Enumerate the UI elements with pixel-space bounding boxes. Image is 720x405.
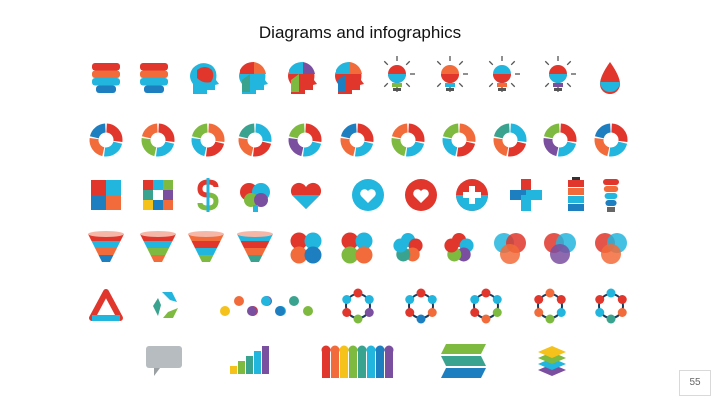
page-number: 55 — [679, 370, 711, 396]
puzzle-frame-icon — [143, 180, 173, 210]
recycle-icon — [153, 292, 178, 318]
dot-ring-icon — [342, 288, 374, 324]
donut-chart-icon — [493, 123, 527, 157]
head-stripes-icon — [92, 63, 120, 93]
head-puzzle-icon — [288, 62, 317, 94]
heart-ring-icon — [352, 179, 384, 211]
page-title: Diagrams and infographics — [258, 23, 462, 42]
funnel-icon — [188, 231, 224, 262]
bulb-stack-icon — [603, 179, 619, 212]
funnel-icon — [140, 231, 176, 262]
flower-icon — [393, 233, 423, 262]
circle-cluster-icon — [341, 232, 373, 264]
dot-ring-icon — [595, 288, 627, 324]
head-puzzle-icon — [335, 62, 364, 94]
dollar-icon — [197, 178, 219, 212]
donut-chart-icon — [89, 123, 123, 157]
donut-chart-icon — [340, 123, 374, 157]
venn-icon — [595, 233, 627, 264]
head-stripes-icon — [140, 63, 168, 93]
funnel-icon — [237, 231, 273, 262]
battery-icon — [568, 177, 584, 211]
flower-icon — [444, 233, 474, 262]
donut-chart-icon — [141, 123, 175, 157]
column-stack-icon — [321, 345, 394, 378]
chevron-stack-icon — [441, 344, 486, 378]
lightbulb-icon — [383, 56, 415, 92]
layer-stack-icon — [538, 346, 566, 376]
triangle-cycle-icon — [89, 289, 123, 321]
heart-ring-icon — [405, 179, 437, 211]
cross-circle-icon — [456, 179, 488, 211]
donut-chart-icon — [391, 123, 425, 157]
dot-ring-icon — [405, 288, 437, 324]
cross-icon — [510, 179, 542, 211]
drop-icon — [600, 62, 620, 94]
dot-process-icon — [247, 296, 313, 316]
circle-cluster-icon — [290, 232, 322, 264]
lightbulb-icon — [488, 56, 520, 92]
donut-chart-icon — [238, 123, 272, 157]
donut-chart-icon — [543, 123, 577, 157]
dot-ring-icon — [534, 288, 566, 324]
donut-chart-icon — [288, 123, 322, 157]
bar-3d-icon — [230, 346, 269, 374]
donut-chart-icon — [442, 123, 476, 157]
lightbulb-icon — [436, 56, 468, 92]
venn-icon — [494, 233, 526, 264]
heart-icon — [290, 182, 322, 209]
brain-puzzle-icon — [240, 183, 270, 212]
dot-ring-icon — [470, 288, 502, 324]
head-profile-icon — [190, 63, 219, 94]
donut-chart-icon — [191, 123, 225, 157]
puzzle-square-icon — [91, 180, 121, 210]
funnel-icon — [88, 231, 124, 262]
speech-bubble-icon — [146, 346, 182, 376]
donut-chart-icon — [594, 123, 628, 157]
lightbulb-icon — [544, 56, 576, 92]
head-puzzle-icon — [239, 62, 268, 94]
venn-icon — [544, 233, 576, 264]
